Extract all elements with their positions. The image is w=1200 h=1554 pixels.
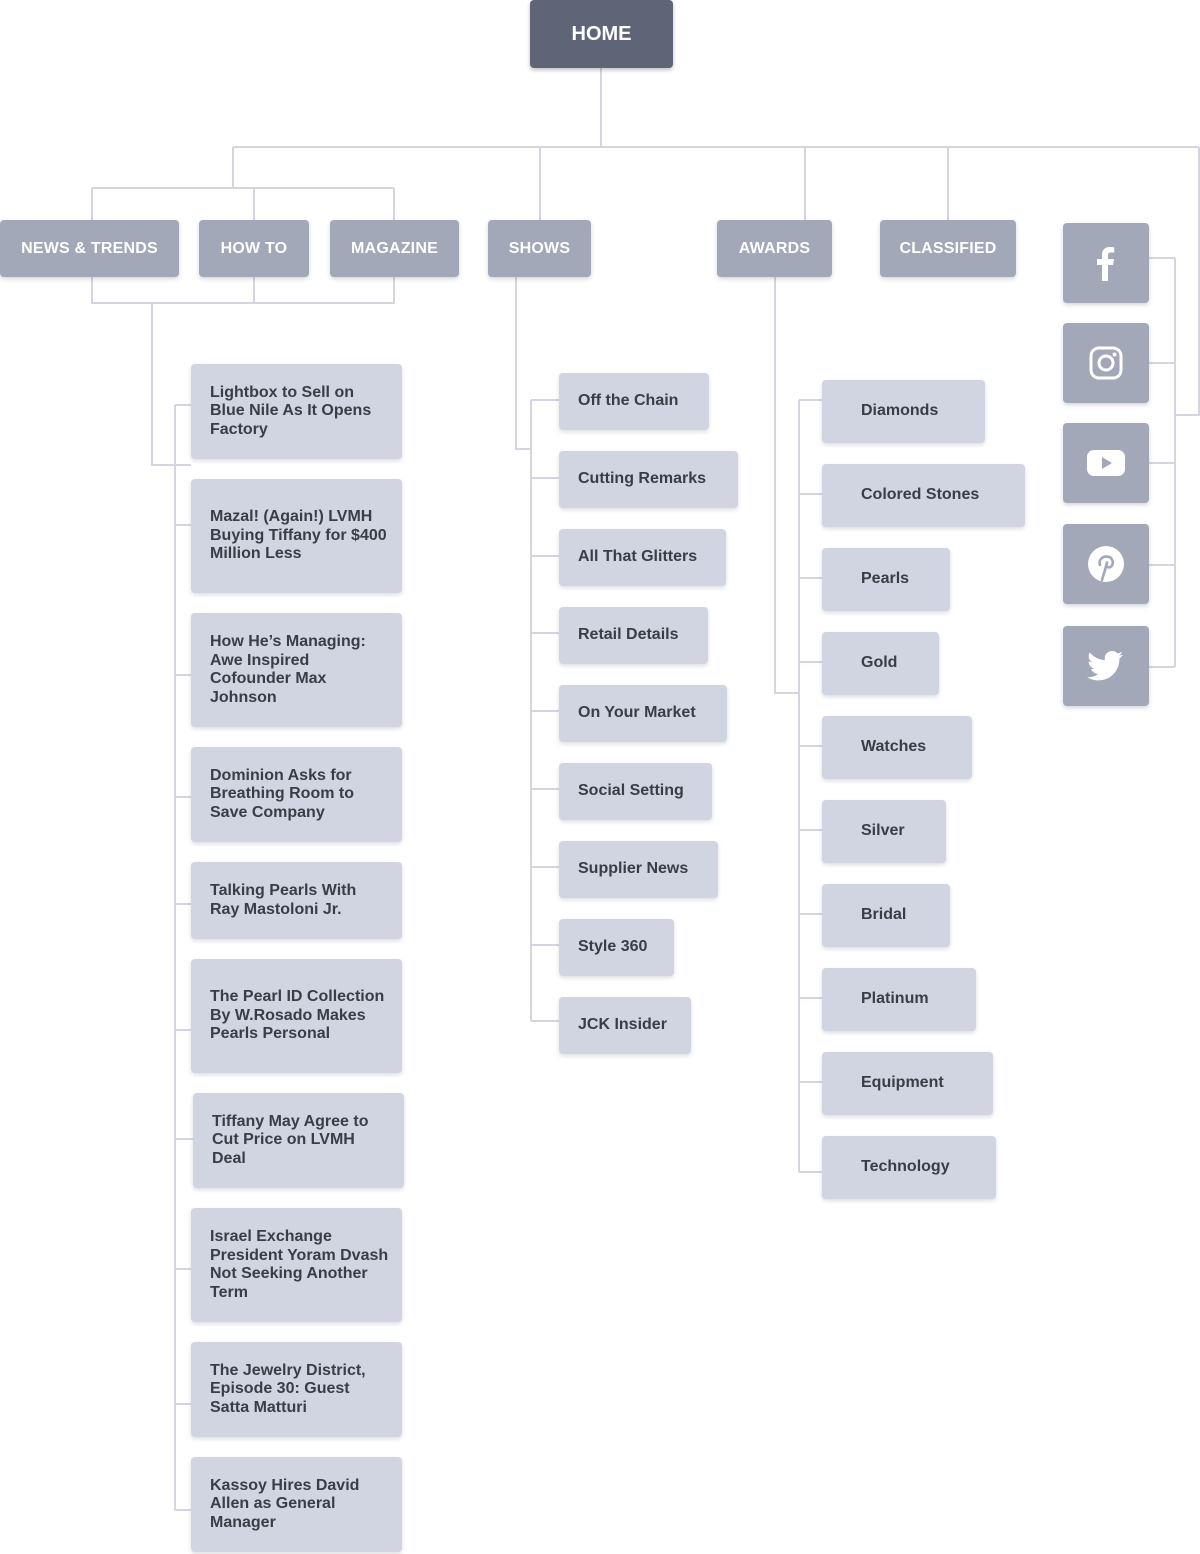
pinterest-button[interactable] [1063, 524, 1149, 604]
award-label: Watches [861, 738, 927, 756]
award-label: Bridal [861, 906, 907, 924]
instagram-button[interactable] [1063, 323, 1149, 403]
award-item[interactable]: Watches [822, 716, 972, 779]
show-item[interactable]: JCK Insider [559, 997, 691, 1054]
award-label: Diamonds [861, 402, 939, 420]
show-item[interactable]: Off the Chain [559, 373, 709, 430]
home-node[interactable]: HOME [530, 0, 673, 68]
nav-classified-label: CLASSIFIED [899, 239, 997, 257]
article-item[interactable]: Israel Exchange President Yoram Dvash No… [191, 1208, 402, 1322]
show-item[interactable]: All That Glitters [559, 529, 726, 586]
show-item[interactable]: Retail Details [559, 607, 708, 664]
pinterest-icon [1087, 545, 1125, 583]
award-label: Technology [861, 1158, 950, 1176]
article-item[interactable]: Kassoy Hires David Allen as General Mana… [191, 1457, 402, 1552]
show-item[interactable]: Cutting Remarks [559, 451, 738, 508]
article-item[interactable]: Mazal! (Again!) LVMH Buying Tiffany for … [191, 479, 402, 593]
nav-how-to-label: HOW TO [220, 239, 288, 257]
show-item[interactable]: Style 360 [559, 919, 674, 976]
award-label: Pearls [861, 570, 910, 588]
nav-magazine[interactable]: MAGAZINE [330, 220, 459, 277]
article-item[interactable]: Lightbox to Sell on Blue Nile As It Open… [191, 364, 402, 459]
article-title: Lightbox to Sell on Blue Nile As It Open… [210, 383, 372, 438]
nav-awards[interactable]: AWARDS [717, 220, 832, 277]
show-label: All That Glitters [578, 548, 698, 566]
nav-magazine-label: MAGAZINE [351, 239, 438, 257]
award-item[interactable]: Equipment [822, 1052, 993, 1115]
youtube-icon [1085, 447, 1127, 479]
show-label: JCK Insider [578, 1016, 667, 1034]
twitter-icon [1087, 650, 1125, 682]
article-title: Tiffany May Agree to Cut Price on LVMH D… [212, 1112, 369, 1167]
award-item[interactable]: Bridal [822, 884, 950, 947]
nav-shows-label: SHOWS [508, 239, 571, 257]
nav-news-trends-label: NEWS & TRENDS [21, 239, 158, 257]
award-label: Colored Stones [861, 486, 980, 504]
article-item[interactable]: Talking Pearls With Ray Mastoloni Jr. [191, 862, 402, 939]
facebook-button[interactable] [1063, 223, 1149, 303]
nav-classified[interactable]: CLASSIFIED [880, 220, 1016, 277]
award-item[interactable]: Platinum [822, 968, 976, 1031]
youtube-button[interactable] [1063, 423, 1149, 503]
article-title: Talking Pearls With Ray Mastoloni Jr. [210, 882, 357, 918]
award-item[interactable]: Pearls [822, 548, 950, 611]
nav-news-trends[interactable]: NEWS & TRENDS [0, 220, 179, 277]
nav-shows[interactable]: SHOWS [488, 220, 591, 277]
show-label: Social Setting [578, 782, 684, 800]
award-label: Platinum [861, 990, 929, 1008]
award-item[interactable]: Technology [822, 1136, 996, 1199]
article-item[interactable]: Tiffany May Agree to Cut Price on LVMH D… [193, 1093, 404, 1188]
article-title: The Jewelry District, Episode 30: Guest … [210, 1361, 366, 1416]
award-label: Gold [861, 654, 898, 672]
article-title: Dominion Asks for Breathing Room to Save… [210, 766, 354, 821]
show-label: Style 360 [578, 938, 648, 956]
article-item[interactable]: The Pearl ID Collection By W.Rosado Make… [191, 959, 402, 1073]
article-item[interactable]: The Jewelry District, Episode 30: Guest … [191, 1342, 402, 1437]
article-title: The Pearl ID Collection By W.Rosado Make… [210, 988, 385, 1043]
article-title: Israel Exchange President Yoram Dvash No… [210, 1228, 389, 1301]
show-label: On Your Market [578, 704, 696, 722]
show-item[interactable]: On Your Market [559, 685, 727, 742]
show-label: Off the Chain [578, 392, 679, 410]
show-label: Retail Details [578, 626, 679, 644]
nav-how-to[interactable]: HOW TO [199, 220, 309, 277]
home-label: HOME [571, 22, 632, 45]
award-item[interactable]: Silver [822, 800, 946, 863]
article-title: Kassoy Hires David Allen as General Mana… [210, 1476, 360, 1531]
show-label: Cutting Remarks [578, 470, 707, 488]
article-title: Mazal! (Again!) LVMH Buying Tiffany for … [210, 508, 387, 563]
twitter-button[interactable] [1063, 626, 1149, 706]
facebook-icon [1086, 243, 1126, 283]
award-item[interactable]: Diamonds [822, 380, 985, 443]
nav-awards-label: AWARDS [738, 239, 811, 257]
article-title: How He’s Managing: Awe Inspired Cofounde… [210, 633, 366, 706]
instagram-icon [1088, 345, 1124, 381]
show-item[interactable]: Social Setting [559, 763, 712, 820]
article-item[interactable]: Dominion Asks for Breathing Room to Save… [191, 747, 402, 842]
article-item[interactable]: How He’s Managing: Awe Inspired Cofounde… [191, 613, 402, 727]
show-label: Supplier News [578, 860, 689, 878]
award-item[interactable]: Gold [822, 632, 939, 695]
award-item[interactable]: Colored Stones [822, 464, 1025, 527]
award-label: Silver [861, 822, 905, 840]
award-label: Equipment [861, 1074, 944, 1092]
show-item[interactable]: Supplier News [559, 841, 718, 898]
